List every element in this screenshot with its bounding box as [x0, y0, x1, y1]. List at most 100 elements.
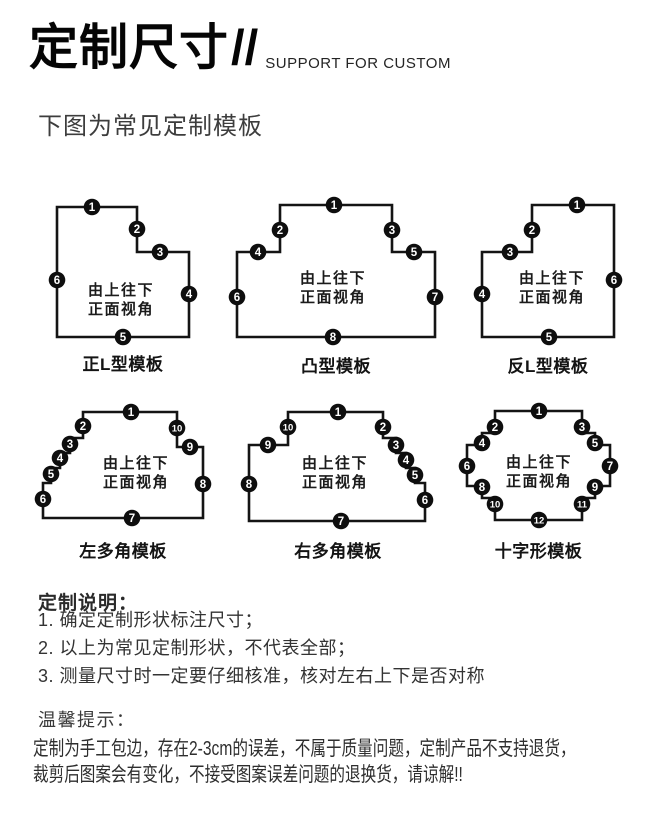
point-marker-4: 4	[397, 451, 415, 469]
point-marker-7: 7	[426, 288, 444, 306]
point-marker-number: 9	[592, 482, 598, 494]
point-marker-8: 8	[194, 475, 212, 493]
page-subtitle: SUPPORT FOR CUSTOM	[265, 54, 451, 72]
point-marker-7: 7	[601, 457, 619, 475]
point-marker-6: 6	[228, 288, 246, 306]
note-item: 1. 确定定制形状标注尺寸；	[38, 610, 264, 630]
point-marker-5: 5	[540, 328, 558, 346]
point-marker-2: 2	[271, 221, 289, 239]
template-label-left-polygon: 左多角模板	[79, 542, 167, 561]
point-marker-number: 5	[546, 332, 553, 344]
view-angle-text: 由上往下	[103, 454, 169, 472]
point-marker-number: 7	[432, 292, 438, 304]
point-marker-10: 10	[486, 495, 504, 513]
point-marker-3: 3	[573, 418, 591, 436]
point-marker-number: 3	[393, 440, 399, 452]
template-label-cross: 十字形模板	[494, 542, 583, 561]
view-angle-text: 正面视角	[519, 288, 585, 306]
point-marker-number: 6	[611, 275, 617, 287]
point-marker-number: 5	[412, 470, 419, 482]
point-marker-1: 1	[568, 196, 586, 214]
page-title: 定制尺寸	[29, 21, 230, 75]
point-marker-4: 4	[473, 434, 491, 452]
view-angle-text: 正面视角	[300, 288, 366, 306]
point-marker-10: 10	[168, 419, 186, 437]
point-marker-number: 1	[128, 407, 135, 419]
intro-text: 下图为常见定制模板	[38, 113, 263, 140]
view-angle-text: 由上往下	[302, 454, 368, 472]
point-marker-number: 4	[479, 289, 486, 301]
l-shape-outline	[55, 205, 191, 339]
point-marker-number: 2	[277, 225, 283, 237]
point-marker-number: 5	[592, 438, 599, 450]
point-marker-11: 11	[573, 495, 591, 513]
point-marker-number: 1	[89, 202, 96, 214]
point-marker-number: 2	[80, 421, 86, 433]
point-marker-8: 8	[324, 328, 342, 346]
point-marker-number: 12	[534, 515, 545, 526]
view-angle-text: 由上往下	[506, 453, 572, 471]
point-marker-7: 7	[123, 509, 141, 527]
template-label-l-shape: 正L型模板	[82, 355, 164, 374]
point-marker-number: 6	[422, 495, 428, 507]
point-marker-number: 6	[464, 461, 470, 473]
point-marker-number: 6	[40, 494, 46, 506]
point-marker-9: 9	[181, 438, 199, 456]
point-marker-number: 2	[380, 422, 386, 434]
point-marker-10: 10	[279, 418, 297, 436]
point-marker-number: 5	[48, 469, 55, 481]
point-marker-number: 9	[187, 442, 193, 454]
view-angle-text: 正面视角	[88, 300, 154, 318]
point-marker-number: 2	[492, 422, 498, 434]
point-marker-5: 5	[405, 243, 423, 261]
note-item: 2. 以上为常见定制形状，不代表全部；	[38, 638, 356, 658]
point-marker-2: 2	[128, 220, 146, 238]
point-marker-1: 1	[83, 198, 101, 216]
point-marker-number: 8	[479, 482, 486, 494]
tips-line: 定制为手工包边，存在2-3cm的误差，不属于质量问题，定制产品不支持退货，	[33, 738, 576, 760]
note-item: 3. 测量尺寸时一定要仔细核准，核对左右上下是否对称	[38, 666, 486, 686]
point-marker-number: 9	[265, 440, 271, 452]
point-marker-number: 5	[120, 332, 127, 344]
point-marker-4: 4	[249, 243, 267, 261]
point-marker-number: 7	[338, 516, 344, 528]
point-marker-number: 4	[186, 289, 193, 301]
point-marker-number: 8	[246, 479, 253, 491]
point-marker-number: 2	[529, 225, 535, 237]
point-marker-5: 5	[406, 466, 424, 484]
point-marker-6: 6	[416, 491, 434, 509]
point-marker-number: 8	[330, 332, 337, 344]
view-angle-text: 正面视角	[302, 473, 368, 491]
point-marker-number: 1	[335, 407, 342, 419]
tips-block: 定制为手工包边，存在2-3cm的误差，不属于质量问题，定制产品不支持退货， 裁剪…	[33, 736, 658, 788]
point-marker-8: 8	[473, 478, 491, 496]
point-marker-4: 4	[473, 285, 491, 303]
template-label-reverse-l: 反L型模板	[507, 357, 589, 376]
point-marker-1: 1	[122, 403, 140, 421]
point-marker-3: 3	[387, 436, 405, 454]
point-marker-number: 3	[389, 225, 395, 237]
point-marker-number: 4	[255, 247, 262, 259]
point-marker-number: 3	[507, 247, 513, 259]
point-marker-4: 4	[180, 285, 198, 303]
point-marker-number: 6	[234, 292, 240, 304]
view-angle-text: 由上往下	[300, 269, 366, 287]
point-marker-5: 5	[114, 328, 132, 346]
point-marker-number: 1	[536, 406, 543, 418]
point-marker-6: 6	[605, 271, 623, 289]
point-marker-number: 10	[172, 423, 183, 434]
point-marker-number: 8	[200, 479, 207, 491]
point-marker-1: 1	[325, 196, 343, 214]
point-marker-number: 3	[157, 247, 163, 259]
point-marker-5: 5	[42, 465, 60, 483]
point-marker-number: 4	[479, 438, 486, 450]
point-marker-2: 2	[486, 418, 504, 436]
